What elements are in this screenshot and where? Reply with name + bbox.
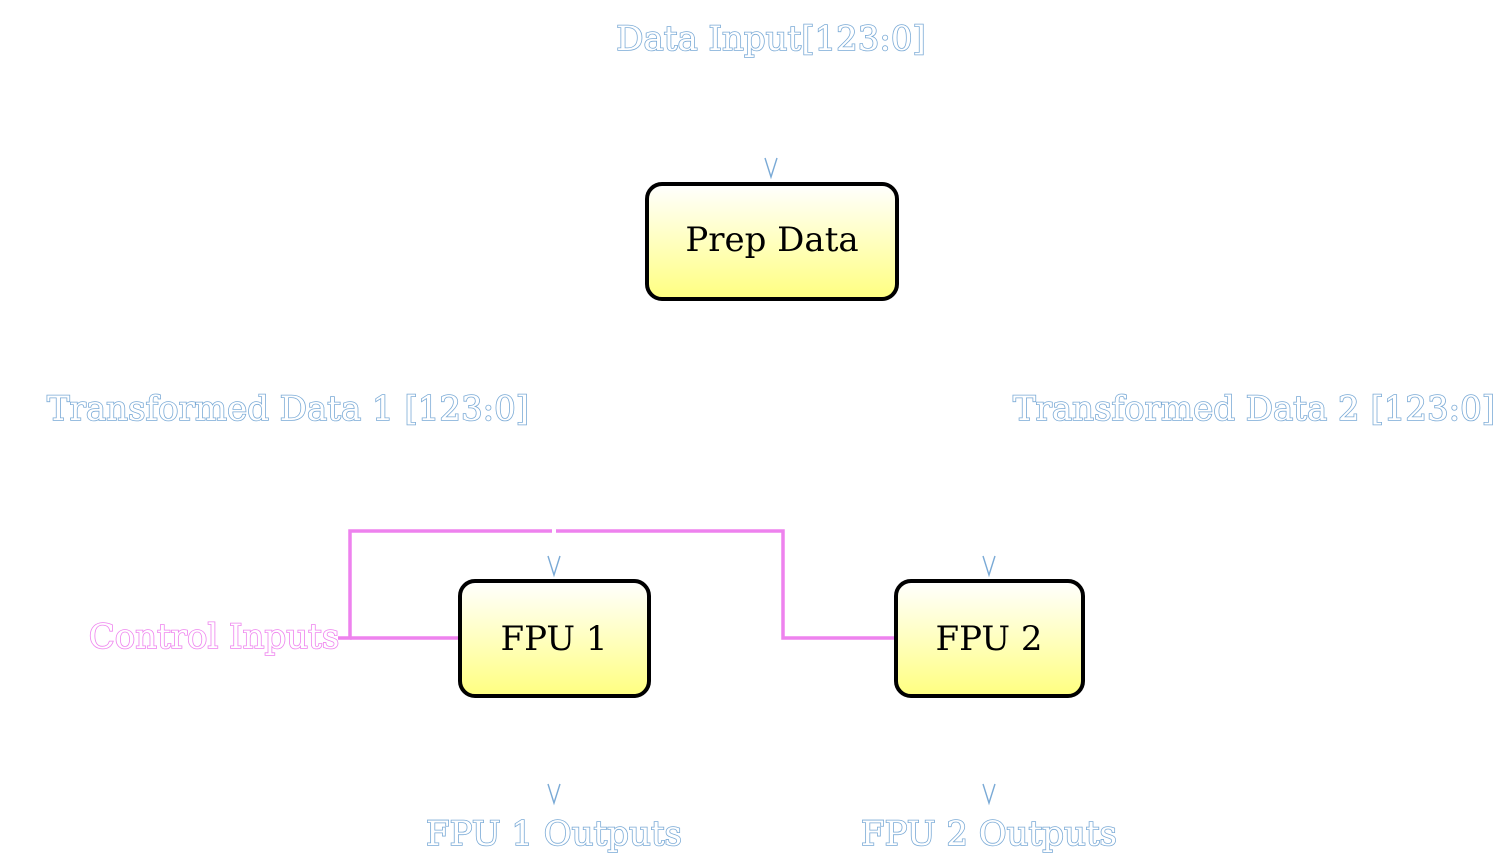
- fpu2-box: [894, 579, 1085, 698]
- fpu2-label: FPU 2: [936, 619, 1043, 659]
- control-wire-to-fpu2: [556, 529, 896, 640]
- fpu1-label: FPU 1: [501, 619, 608, 659]
- control-wires: [338, 529, 896, 640]
- fpu1-box: [458, 579, 651, 698]
- fpu2-outputs-label: FPU 2 Outputs: [861, 814, 1117, 854]
- node-fpu1: FPU 1: [458, 579, 651, 698]
- control-inputs-label: Control Inputs: [89, 617, 340, 657]
- arrowhead-fpu1-out: [547, 783, 561, 806]
- arrowhead-prep-in: [764, 157, 778, 180]
- fpu1-outputs-label: FPU 1 Outputs: [426, 814, 682, 854]
- node-prep-data: Prep Data: [645, 182, 899, 301]
- prep-data-label: Prep Data: [685, 220, 858, 260]
- control-wire-to-fpu1: [338, 529, 552, 640]
- transformed-data-1-label: Transformed Data 1 [123:0]: [47, 389, 529, 429]
- arrowhead-fpu1-in: [547, 555, 561, 578]
- arrowheads: [547, 157, 996, 806]
- arrowhead-fpu2-in: [982, 555, 996, 578]
- transformed-data-2-label: Transformed Data 2 [123:0]: [1013, 389, 1495, 429]
- prep-data-box: [645, 182, 899, 301]
- arrowhead-fpu2-out: [982, 783, 996, 806]
- data-input-label: Data Input[123:0]: [616, 19, 925, 59]
- node-fpu2: FPU 2: [894, 579, 1085, 698]
